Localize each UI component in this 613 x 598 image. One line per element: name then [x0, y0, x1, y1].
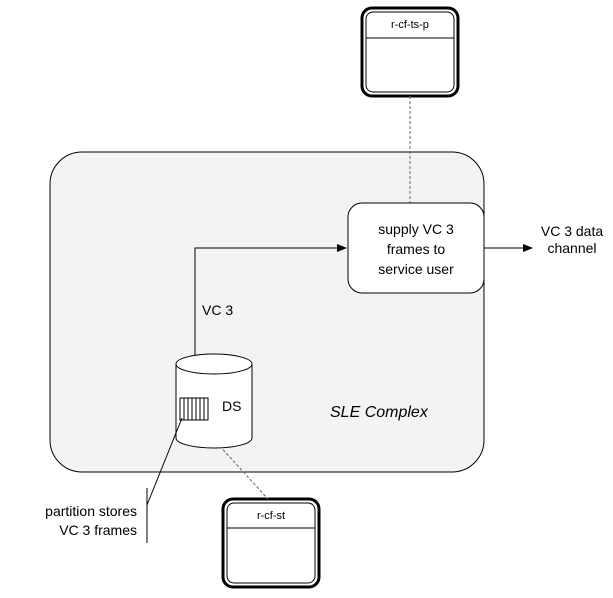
process-label: supply VC 3 frames to service user [348, 219, 484, 279]
resource-top-label: r-cf-ts-p [391, 19, 429, 31]
partition-hatch [179, 397, 209, 421]
data-store-cylinder [175, 353, 253, 449]
output-label-line-2: channel [547, 240, 597, 256]
resource-box-bottom [221, 497, 321, 589]
sle-complex-boundary [49, 151, 485, 473]
resource-bottom-label: r-cf-st [256, 510, 286, 522]
partition-note-line-1: partition stores [45, 503, 137, 519]
input-flow-label: VC 3 [202, 302, 234, 318]
partition-note: partition stores VC 3 frames [0, 502, 137, 540]
process-label-line-1: supply VC 3 [378, 221, 454, 237]
partition-note-line-2: VC 3 frames [59, 522, 137, 538]
sle-complex-label: SLE Complex [330, 404, 428, 421]
process-label-line-3: service user [378, 261, 454, 277]
data-store-label: DS [222, 398, 242, 414]
output-label: VC 3 data channel [532, 223, 612, 257]
process-label-line-2: frames to [386, 241, 446, 257]
output-label-line-1: VC 3 data [540, 223, 604, 239]
annotation-line [146, 417, 183, 506]
flow-arrow-to-process [194, 244, 347, 358]
